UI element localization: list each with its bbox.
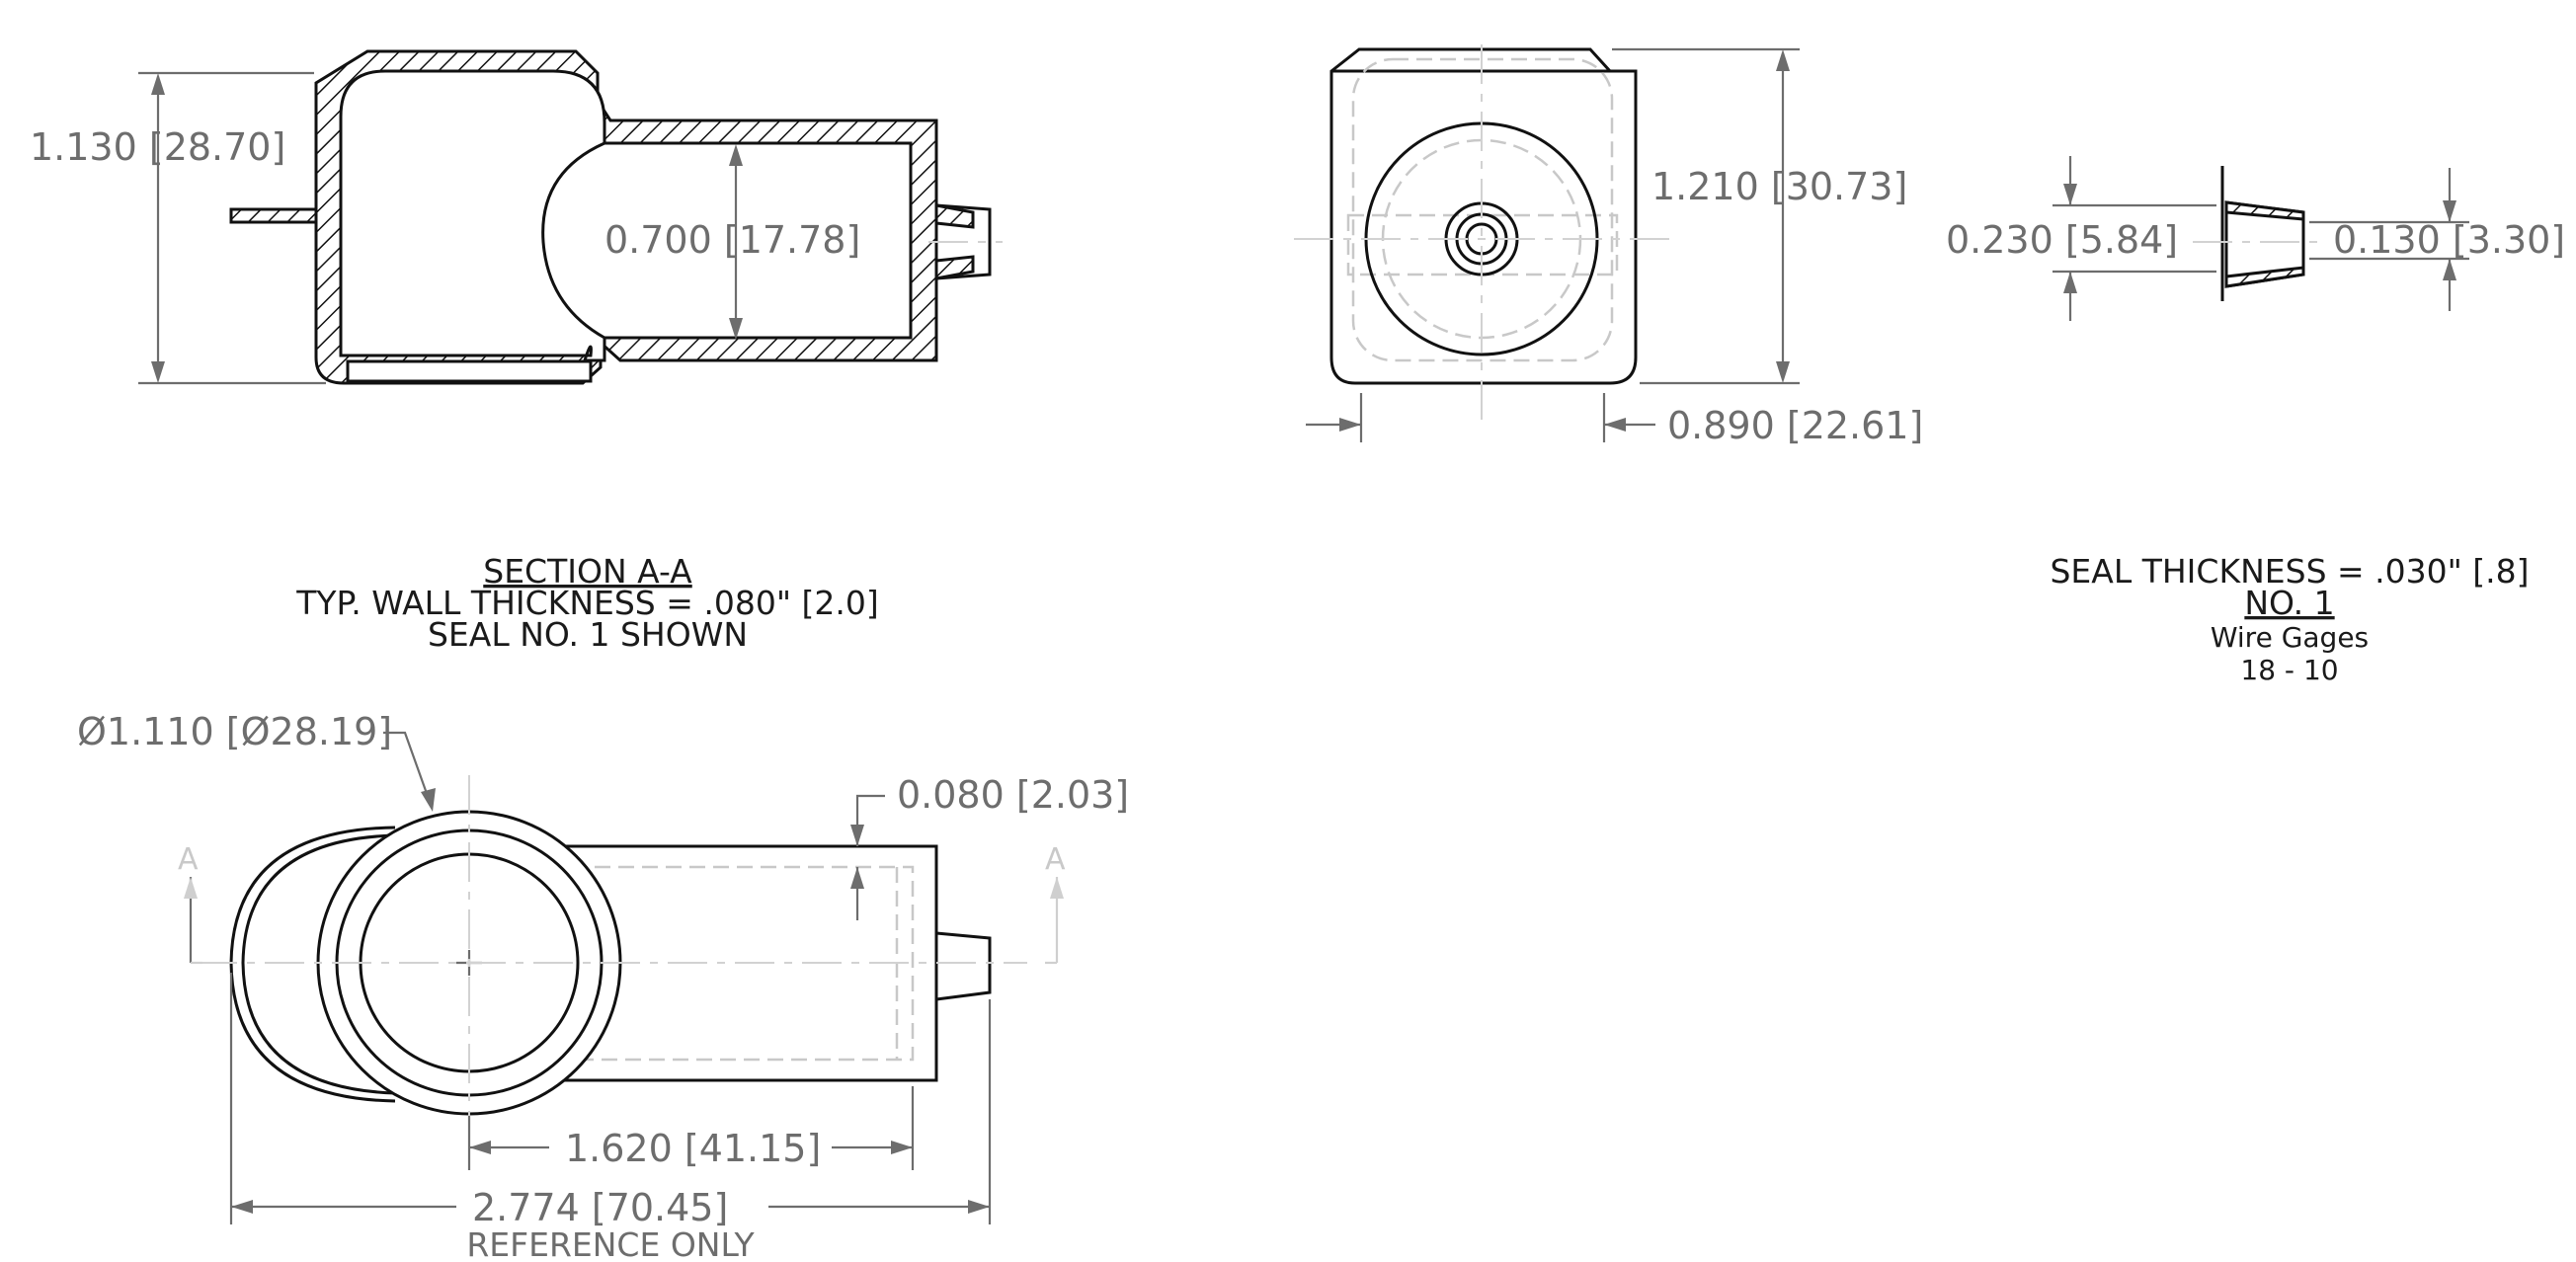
top-view-diameter-dim: Ø1.110 [Ø28.19] <box>77 710 392 753</box>
seal-right-dim: 0.130 [3.30] <box>2333 218 2565 262</box>
top-view-length-dim: 1.620 [41.15] <box>565 1127 821 1170</box>
end-view-outline <box>1329 47 1638 385</box>
section-mark-left: A <box>178 842 199 877</box>
seal-number-note: NO. 1 <box>2244 584 2334 622</box>
wall-thickness-note: TYP. WALL THICKNESS = .080" [2.0] <box>295 584 879 622</box>
top-view: A A Ø1.110 [Ø28.19] 0.080 [2.03] 1.620 [… <box>77 710 1129 1262</box>
section-nozzle <box>935 203 992 280</box>
wire-gages-label: Wire Gages <box>2211 621 2369 654</box>
section-flange <box>229 207 318 224</box>
section-cavity <box>339 69 913 362</box>
section-nozzle-hatch <box>934 203 975 280</box>
top-view-wall-dim: 0.080 [2.03] <box>897 773 1129 817</box>
section-round-end <box>541 141 605 340</box>
seal-shown-note: SEAL NO. 1 SHOWN <box>428 615 748 654</box>
end-view: 1.210 [30.73] 0.890 [22.61] <box>1294 44 1923 447</box>
section-bottom-opening <box>346 359 593 383</box>
section-a-a-view: 1.130 [28.70] 0.700 [17.78] SECTION A-A … <box>30 49 1003 654</box>
section-inner-dim: 0.700 [17.78] <box>604 218 860 262</box>
end-view-height-dim: 1.210 [30.73] <box>1651 165 1907 208</box>
top-view-overall-dim: 2.774 [70.45] <box>472 1186 728 1229</box>
section-height-dim: 1.130 [28.70] <box>30 125 285 169</box>
reference-only-note: REFERENCE ONLY <box>466 1225 755 1262</box>
top-view-nozzle <box>935 931 992 1001</box>
seal-left-dim: 0.230 [5.84] <box>1946 218 2178 262</box>
end-view-width-dim: 0.890 [22.61] <box>1667 404 1923 447</box>
seal-view: 0.230 [5.84] 0.130 [3.30] SEAL THICKNESS… <box>1946 156 2565 686</box>
wire-gages-range: 18 - 10 <box>2240 654 2338 686</box>
seal-thickness-note: SEAL THICKNESS = .030" [.8] <box>2050 552 2529 591</box>
section-title: SECTION A-A <box>483 552 692 591</box>
section-mark-right: A <box>1045 842 1066 877</box>
